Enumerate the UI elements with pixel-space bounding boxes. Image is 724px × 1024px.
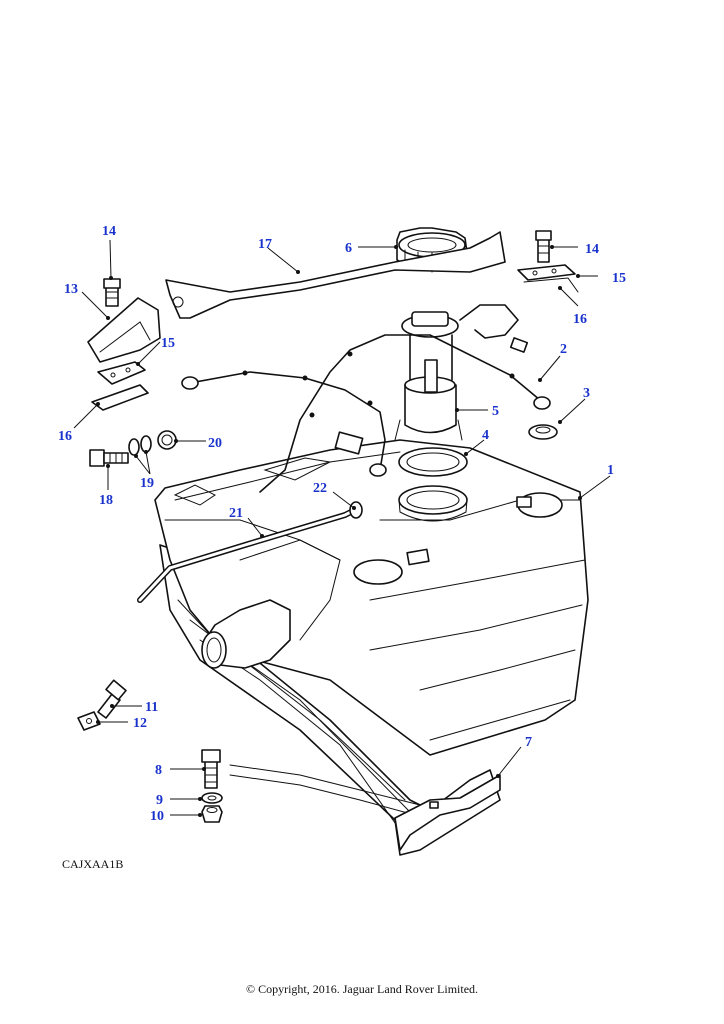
- callout-15-left: 15: [161, 336, 175, 351]
- callout-12: 12: [133, 716, 147, 731]
- callout-16-left: 16: [58, 429, 72, 444]
- callout-9: 9: [156, 793, 163, 808]
- leader-lines: [73, 239, 611, 817]
- callout-3: 3: [583, 386, 590, 401]
- right-bracket-group: [517, 230, 579, 293]
- callout-4: 4: [482, 428, 489, 443]
- wiring-harnesses: [181, 304, 551, 493]
- copyright-notice: © Copyright, 2016. Jaguar Land Rover Lim…: [245, 982, 479, 996]
- callout-6: 6: [345, 241, 352, 256]
- fuel-pump-sender: [394, 311, 463, 441]
- callout-8: 8: [155, 763, 162, 778]
- tank-strap: [165, 231, 506, 319]
- callout-21: 21: [229, 506, 243, 521]
- callout-2: 2: [560, 342, 567, 357]
- callout-11: 11: [145, 700, 158, 715]
- callout-1: 1: [607, 463, 614, 478]
- callout-14-left: 14: [102, 224, 116, 239]
- callout-18: 18: [99, 493, 113, 508]
- callout-10: 10: [150, 809, 164, 824]
- fastener-stack-18-20: [89, 430, 177, 467]
- breather-pipe: [137, 501, 363, 603]
- callout-16-right: 16: [573, 312, 587, 327]
- callout-22: 22: [313, 481, 327, 496]
- callout-13: 13: [64, 282, 78, 297]
- callout-15-right: 15: [612, 271, 626, 286]
- callout-5: 5: [492, 404, 499, 419]
- callout-19: 19: [140, 476, 154, 491]
- callout-20: 20: [208, 436, 222, 451]
- callout-17: 17: [258, 237, 272, 252]
- grommet: [528, 424, 558, 440]
- tank-seal-rings: [398, 447, 468, 522]
- callout-labels: 1 2 3 4 5 6 7 8 9 10 11 12 13 14 14 15 1…: [58, 224, 626, 824]
- left-bracket-group: [87, 278, 161, 411]
- diagram-reference-code: CAJXAA1B: [62, 857, 124, 871]
- fuel-tank: [154, 439, 589, 756]
- callout-14-right: 14: [585, 242, 599, 257]
- callout-7: 7: [525, 735, 532, 750]
- fastener-stack-8-12: [77, 679, 223, 823]
